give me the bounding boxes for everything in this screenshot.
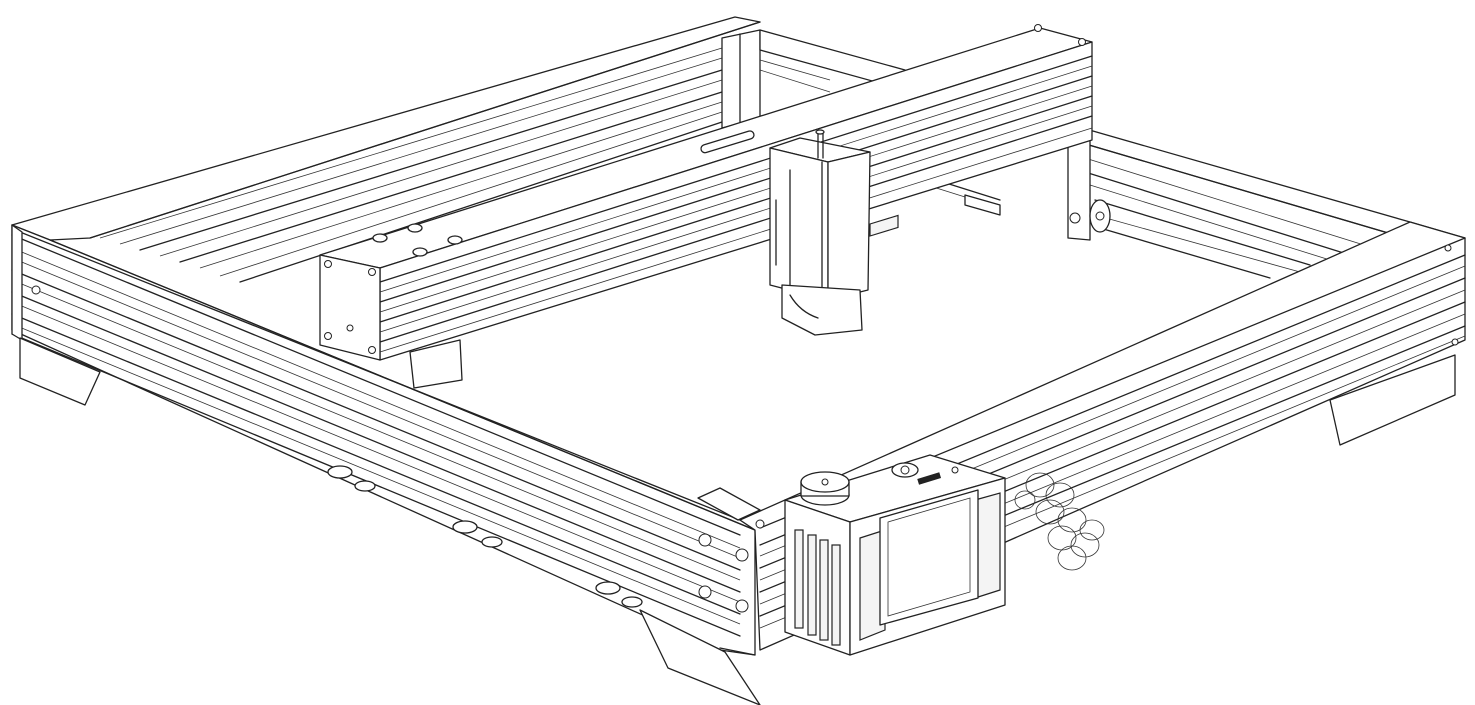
control-box bbox=[784, 214, 1006, 656]
emergency-knob[interactable] bbox=[800, 471, 850, 506]
touch-screen[interactable] bbox=[879, 489, 979, 626]
laser-module bbox=[769, 129, 871, 336]
gantry-beam bbox=[319, 24, 1093, 389]
coiled-cable bbox=[1014, 472, 1105, 571]
frame-feet bbox=[19, 337, 1456, 705]
left-vents bbox=[794, 529, 841, 646]
